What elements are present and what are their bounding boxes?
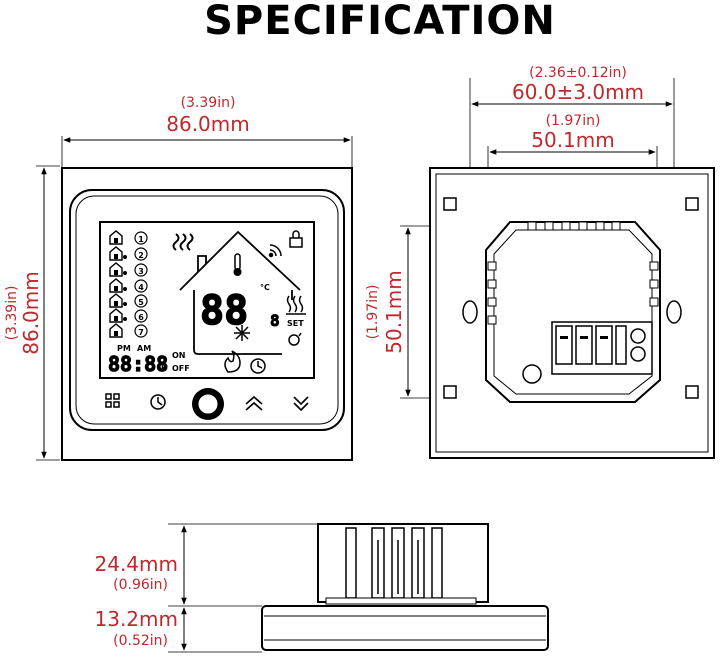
snowflake-icon bbox=[234, 325, 250, 341]
mode-house-icon bbox=[109, 293, 127, 308]
page-title: SPECIFICATION bbox=[204, 0, 556, 44]
back-height-inch: (1.97in) bbox=[365, 285, 381, 340]
mounting-hole-right bbox=[666, 300, 682, 324]
front-view: (3.39in) 86.0mm (3.39in) 86.0mm 1 2 3 4 … bbox=[4, 95, 353, 461]
front-width-inch: (3.39in) bbox=[181, 95, 236, 111]
front-depth-mm: 13.2mm bbox=[95, 607, 179, 631]
chevron-up-icon bbox=[245, 395, 263, 411]
chevron-down-icon bbox=[293, 396, 309, 412]
front-height-inch: (3.39in) bbox=[4, 286, 20, 341]
off-label: OFF bbox=[172, 364, 190, 373]
side-view: 24.4mm (0.96in) 13.2mm (0.52in) bbox=[95, 523, 549, 653]
lock-icon bbox=[289, 230, 303, 248]
back-box-teeth bbox=[487, 221, 659, 325]
thermometer-icon bbox=[233, 253, 242, 276]
am-label: AM bbox=[137, 344, 151, 353]
degree-celsius-label: °C bbox=[260, 283, 270, 292]
menu-grid-button-icon bbox=[105, 393, 120, 408]
front-depth-inch: (0.52in) bbox=[113, 633, 168, 649]
terminal-block bbox=[522, 321, 653, 384]
sync-icon bbox=[288, 332, 302, 346]
on-label: ON bbox=[172, 351, 186, 360]
temperature-digits: 88 bbox=[200, 288, 248, 334]
heating-element-icon bbox=[286, 295, 306, 315]
back-box bbox=[485, 221, 661, 403]
heat-waves-icon bbox=[172, 233, 194, 251]
back-view: (2.36±0.12in) 60.0±3.0mm (1.97in) 50.1mm… bbox=[365, 65, 715, 459]
box-depth-inch: (0.96in) bbox=[113, 577, 168, 593]
mounting-hole-left bbox=[462, 300, 478, 324]
mode-house-icon bbox=[109, 278, 127, 293]
house-outline-icon bbox=[179, 230, 301, 355]
clock-digits: 88:88 bbox=[108, 352, 168, 376]
mode-house-icon bbox=[109, 323, 123, 338]
power-button-icon bbox=[192, 388, 224, 420]
mode-number-5: 5 bbox=[138, 298, 144, 307]
back-outer-inch: (2.36±0.12in) bbox=[529, 65, 627, 81]
clock-unit-label: h bbox=[161, 364, 167, 373]
temperature-decimal-digit: 8 bbox=[270, 311, 280, 330]
back-inner-mm: 50.1mm bbox=[531, 128, 615, 152]
back-outer-mm: 60.0±3.0mm bbox=[512, 80, 644, 104]
corner-clips bbox=[443, 197, 699, 399]
front-height-mm: 86.0mm bbox=[19, 271, 43, 355]
back-height-mm: 50.1mm bbox=[382, 270, 406, 354]
wifi-icon bbox=[268, 244, 282, 258]
side-front-panel bbox=[261, 605, 549, 651]
mode-house-icon bbox=[109, 230, 123, 245]
mode-number-2: 2 bbox=[138, 251, 144, 260]
mode-number-3: 3 bbox=[138, 267, 144, 276]
set-label: SET bbox=[287, 319, 304, 328]
mode-number-7: 7 bbox=[138, 328, 144, 337]
mode-number-1: 1 bbox=[138, 235, 144, 244]
mode-house-icon bbox=[109, 308, 127, 323]
box-depth-mm: 24.4mm bbox=[95, 552, 179, 576]
clock-button-icon bbox=[150, 394, 166, 410]
flame-icon bbox=[224, 350, 241, 373]
pm-label: PM bbox=[117, 344, 131, 353]
mode-number-6: 6 bbox=[138, 313, 144, 322]
mode-house-icon bbox=[109, 262, 127, 277]
back-inner-inch: (1.97in) bbox=[546, 113, 601, 129]
mode-house-icon bbox=[109, 246, 127, 261]
front-width-mm: 86.0mm bbox=[166, 112, 250, 136]
mode-number-4: 4 bbox=[138, 283, 144, 292]
schedule-clock-icon bbox=[250, 358, 266, 374]
mode-icon-column bbox=[109, 230, 127, 338]
